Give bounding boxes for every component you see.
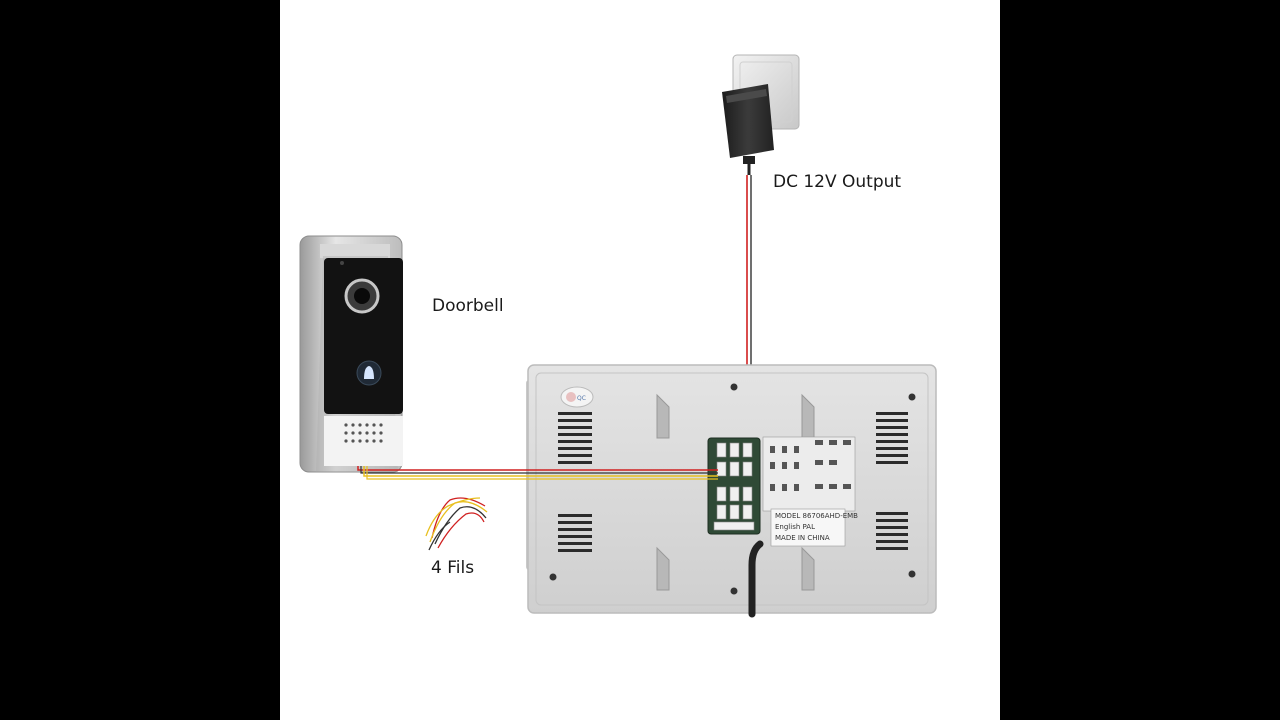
diagram-canvas: QC — [280, 0, 1000, 720]
power-adapter — [722, 54, 800, 175]
model-language: English PAL — [775, 523, 815, 531]
connector-block — [707, 437, 761, 535]
model-sticker: MODEL 86706AHD-EMB English PAL MADE IN C… — [770, 508, 858, 547]
svg-text:QC: QC — [577, 395, 586, 402]
power-label: DC 12V Output — [773, 172, 902, 192]
bell-icon — [364, 366, 374, 379]
monitor-rear-panel: QC — [526, 364, 937, 618]
adapter-body — [722, 84, 774, 158]
wire-bundle-icon — [425, 497, 488, 551]
model-number: MODEL 86706AHD-EMB — [775, 512, 858, 520]
doorbell-unit — [299, 235, 403, 473]
model-origin: MADE IN CHINA — [775, 534, 830, 542]
terminal-legend — [762, 436, 856, 512]
monitor-cord — [748, 540, 764, 618]
wiring-diagram: QC — [299, 54, 937, 618]
doorbell-label: Doorbell — [432, 296, 504, 316]
doorbell-cable — [357, 466, 718, 480]
wires-label: 4 Fils — [431, 558, 475, 578]
